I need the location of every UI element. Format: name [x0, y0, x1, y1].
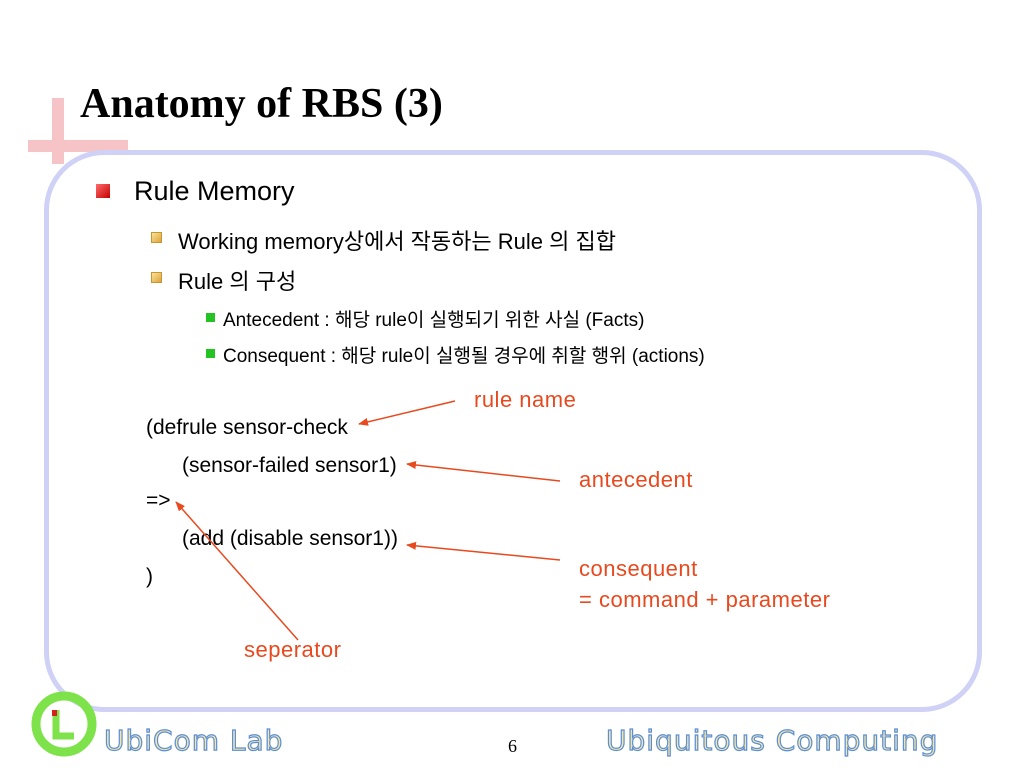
bullet-antecedent: Antecedent : 해당 rule이 실행되기 위한 사실 (Facts) — [223, 310, 645, 331]
bullet-square-icon — [151, 232, 162, 243]
code-line: (defrule sensor-check — [146, 416, 348, 439]
bullet-working-memory: Working memory상에서 작동하는 Rule 의 집합 — [178, 229, 616, 254]
bullet-green-icon — [206, 313, 215, 322]
bullet-rule-memory: Rule Memory — [134, 176, 295, 206]
arrow-rule-name — [358, 400, 456, 426]
arrow-consequent — [406, 541, 561, 561]
annotation-separator: seperator — [244, 637, 342, 662]
bullet-square-icon — [96, 184, 110, 198]
arrow-separator — [175, 501, 299, 641]
page-number: 6 — [508, 736, 517, 756]
annotation-consequent: consequent — [579, 556, 698, 581]
content-panel — [44, 150, 982, 712]
footer-lab-name: UbiCom Lab — [103, 723, 284, 757]
ubicom-logo-icon — [31, 691, 97, 757]
code-line: ) — [146, 565, 153, 588]
bullet-square-icon — [151, 272, 162, 283]
bullet-rule-composition: Rule 의 구성 — [178, 269, 297, 294]
code-line: => — [146, 489, 171, 512]
corner-cross-horizontal — [28, 140, 128, 152]
annotation-command-parameter: = command + parameter — [579, 587, 831, 612]
annotation-rule-name: rule name — [474, 387, 577, 412]
code-line: (add (disable sensor1)) — [182, 527, 398, 550]
code-line: (sensor-failed sensor1) — [182, 454, 397, 477]
bullet-consequent: Consequent : 해당 rule이 실행될 경우에 취할 행위 (act… — [223, 346, 705, 367]
footer-course-name: Ubiquitous Computing — [605, 723, 939, 757]
arrow-antecedent — [406, 461, 561, 482]
slide-title: Anatomy of RBS (3) — [80, 81, 443, 127]
annotation-antecedent: antecedent — [579, 467, 693, 492]
bullet-green-icon — [206, 349, 215, 358]
